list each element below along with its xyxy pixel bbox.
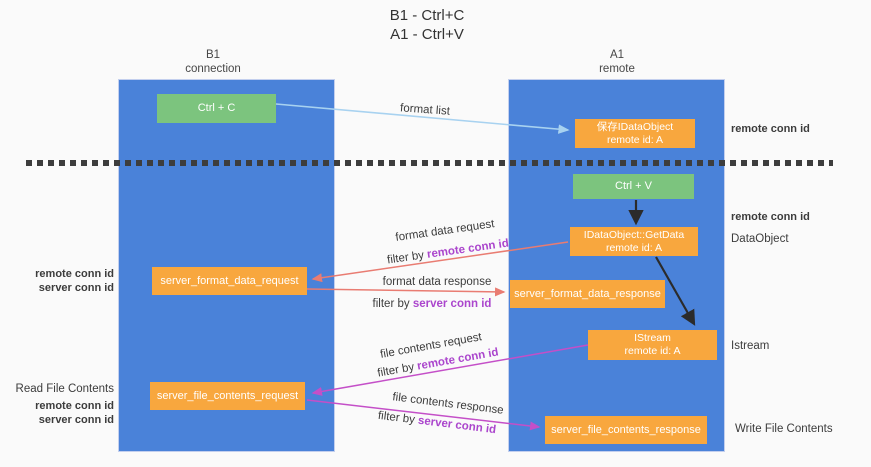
node-server-format-data-request: server_format_data_request (152, 267, 307, 295)
right-label-write-file-contents: Write File Contents (735, 423, 833, 435)
title-line-2: A1 - Ctrl+V (390, 26, 464, 43)
node-getdata-line1: IDataObject::GetData (583, 228, 685, 241)
right-label-dataobject: DataObject (731, 233, 789, 245)
diagram-title: B1 - Ctrl+C A1 - Ctrl+V (302, 6, 552, 44)
node-save-idataobject: 保存IDataObject remote id: A (575, 119, 695, 148)
lane-subtitle-remote: remote (599, 62, 635, 75)
arrow-format-data-response (306, 287, 506, 297)
edge-label-filter-server-1: filter by server conn id (373, 298, 492, 310)
filter-by-text: filter by (377, 409, 419, 427)
node-server-format-data-response: server_format_data_response (510, 280, 665, 308)
lane-name-a1: A1 (609, 49, 625, 61)
node-server-file-contents-request-label: server_file_contents_request (156, 389, 299, 402)
title-line-1: B1 - Ctrl+C (389, 7, 465, 24)
right-label-istream: Istream (731, 340, 770, 352)
node-server-format-data-response-label: server_format_data_response (514, 287, 661, 300)
node-server-file-contents-response: server_file_contents_response (545, 416, 707, 444)
node-server-file-contents-response-label: server_file_contents_response (551, 423, 701, 436)
edge-label-format-data-response-text: format data response (382, 276, 492, 288)
lane-subtitle-connection: connection (185, 62, 241, 75)
filter-by-text: filter by (386, 248, 428, 267)
left-label-remote-conn-id-2: remote conn id (35, 400, 114, 412)
node-istream-line2: remote id: A (624, 345, 681, 357)
node-ctrl-v-label: Ctrl + V (615, 180, 652, 192)
node-ctrl-v: Ctrl + V (573, 174, 694, 199)
node-save-idataobject-line2: remote id: A (606, 133, 663, 146)
edge-label-format-data-request-text: format data request (394, 218, 496, 244)
node-ctrl-c: Ctrl + C (157, 94, 276, 123)
session-separator-dashed-line (26, 160, 833, 166)
node-idataobject-getdata: IDataObject::GetData remote id: A (570, 227, 698, 256)
left-label-server-conn-id-2: server conn id (38, 414, 114, 426)
node-save-idataobject-line1: 保存IDataObject (596, 120, 674, 133)
server-conn-id-text: server conn id (412, 298, 492, 310)
right-label-remote-conn-id-1: remote conn id (731, 123, 810, 135)
right-label-remote-conn-id-2: remote conn id (731, 211, 810, 223)
edge-label-format-list: format list (400, 102, 451, 117)
node-istream: IStream remote id: A (588, 330, 717, 360)
node-server-format-data-request-label: server_format_data_request (160, 274, 299, 287)
left-label-remote-conn-id-1: remote conn id (35, 268, 114, 280)
node-ctrl-c-label: Ctrl + C (197, 102, 236, 114)
node-istream-line1: IStream (634, 332, 671, 344)
node-getdata-line2: remote id: A (605, 241, 662, 254)
edge-label-format-list-text: format list (399, 102, 451, 118)
edge-label-format-data-response: format data response (383, 276, 492, 288)
filter-by-text: filter by (372, 298, 413, 310)
filter-by-text: filter by (376, 360, 419, 380)
lane-header-b1: B1 connection (133, 49, 293, 76)
lane-name-b1: B1 (205, 49, 221, 61)
remote-conn-id-text: remote conn id (426, 237, 510, 261)
left-label-read-file-contents: Read File Contents (15, 383, 114, 395)
left-label-server-conn-id-1: server conn id (38, 282, 114, 294)
edge-label-format-data-request: format data request (395, 218, 495, 244)
node-server-file-contents-request: server_file_contents_request (150, 382, 305, 410)
lane-header-a1: A1 remote (537, 49, 697, 76)
server-conn-id-text: server conn id (417, 414, 497, 437)
